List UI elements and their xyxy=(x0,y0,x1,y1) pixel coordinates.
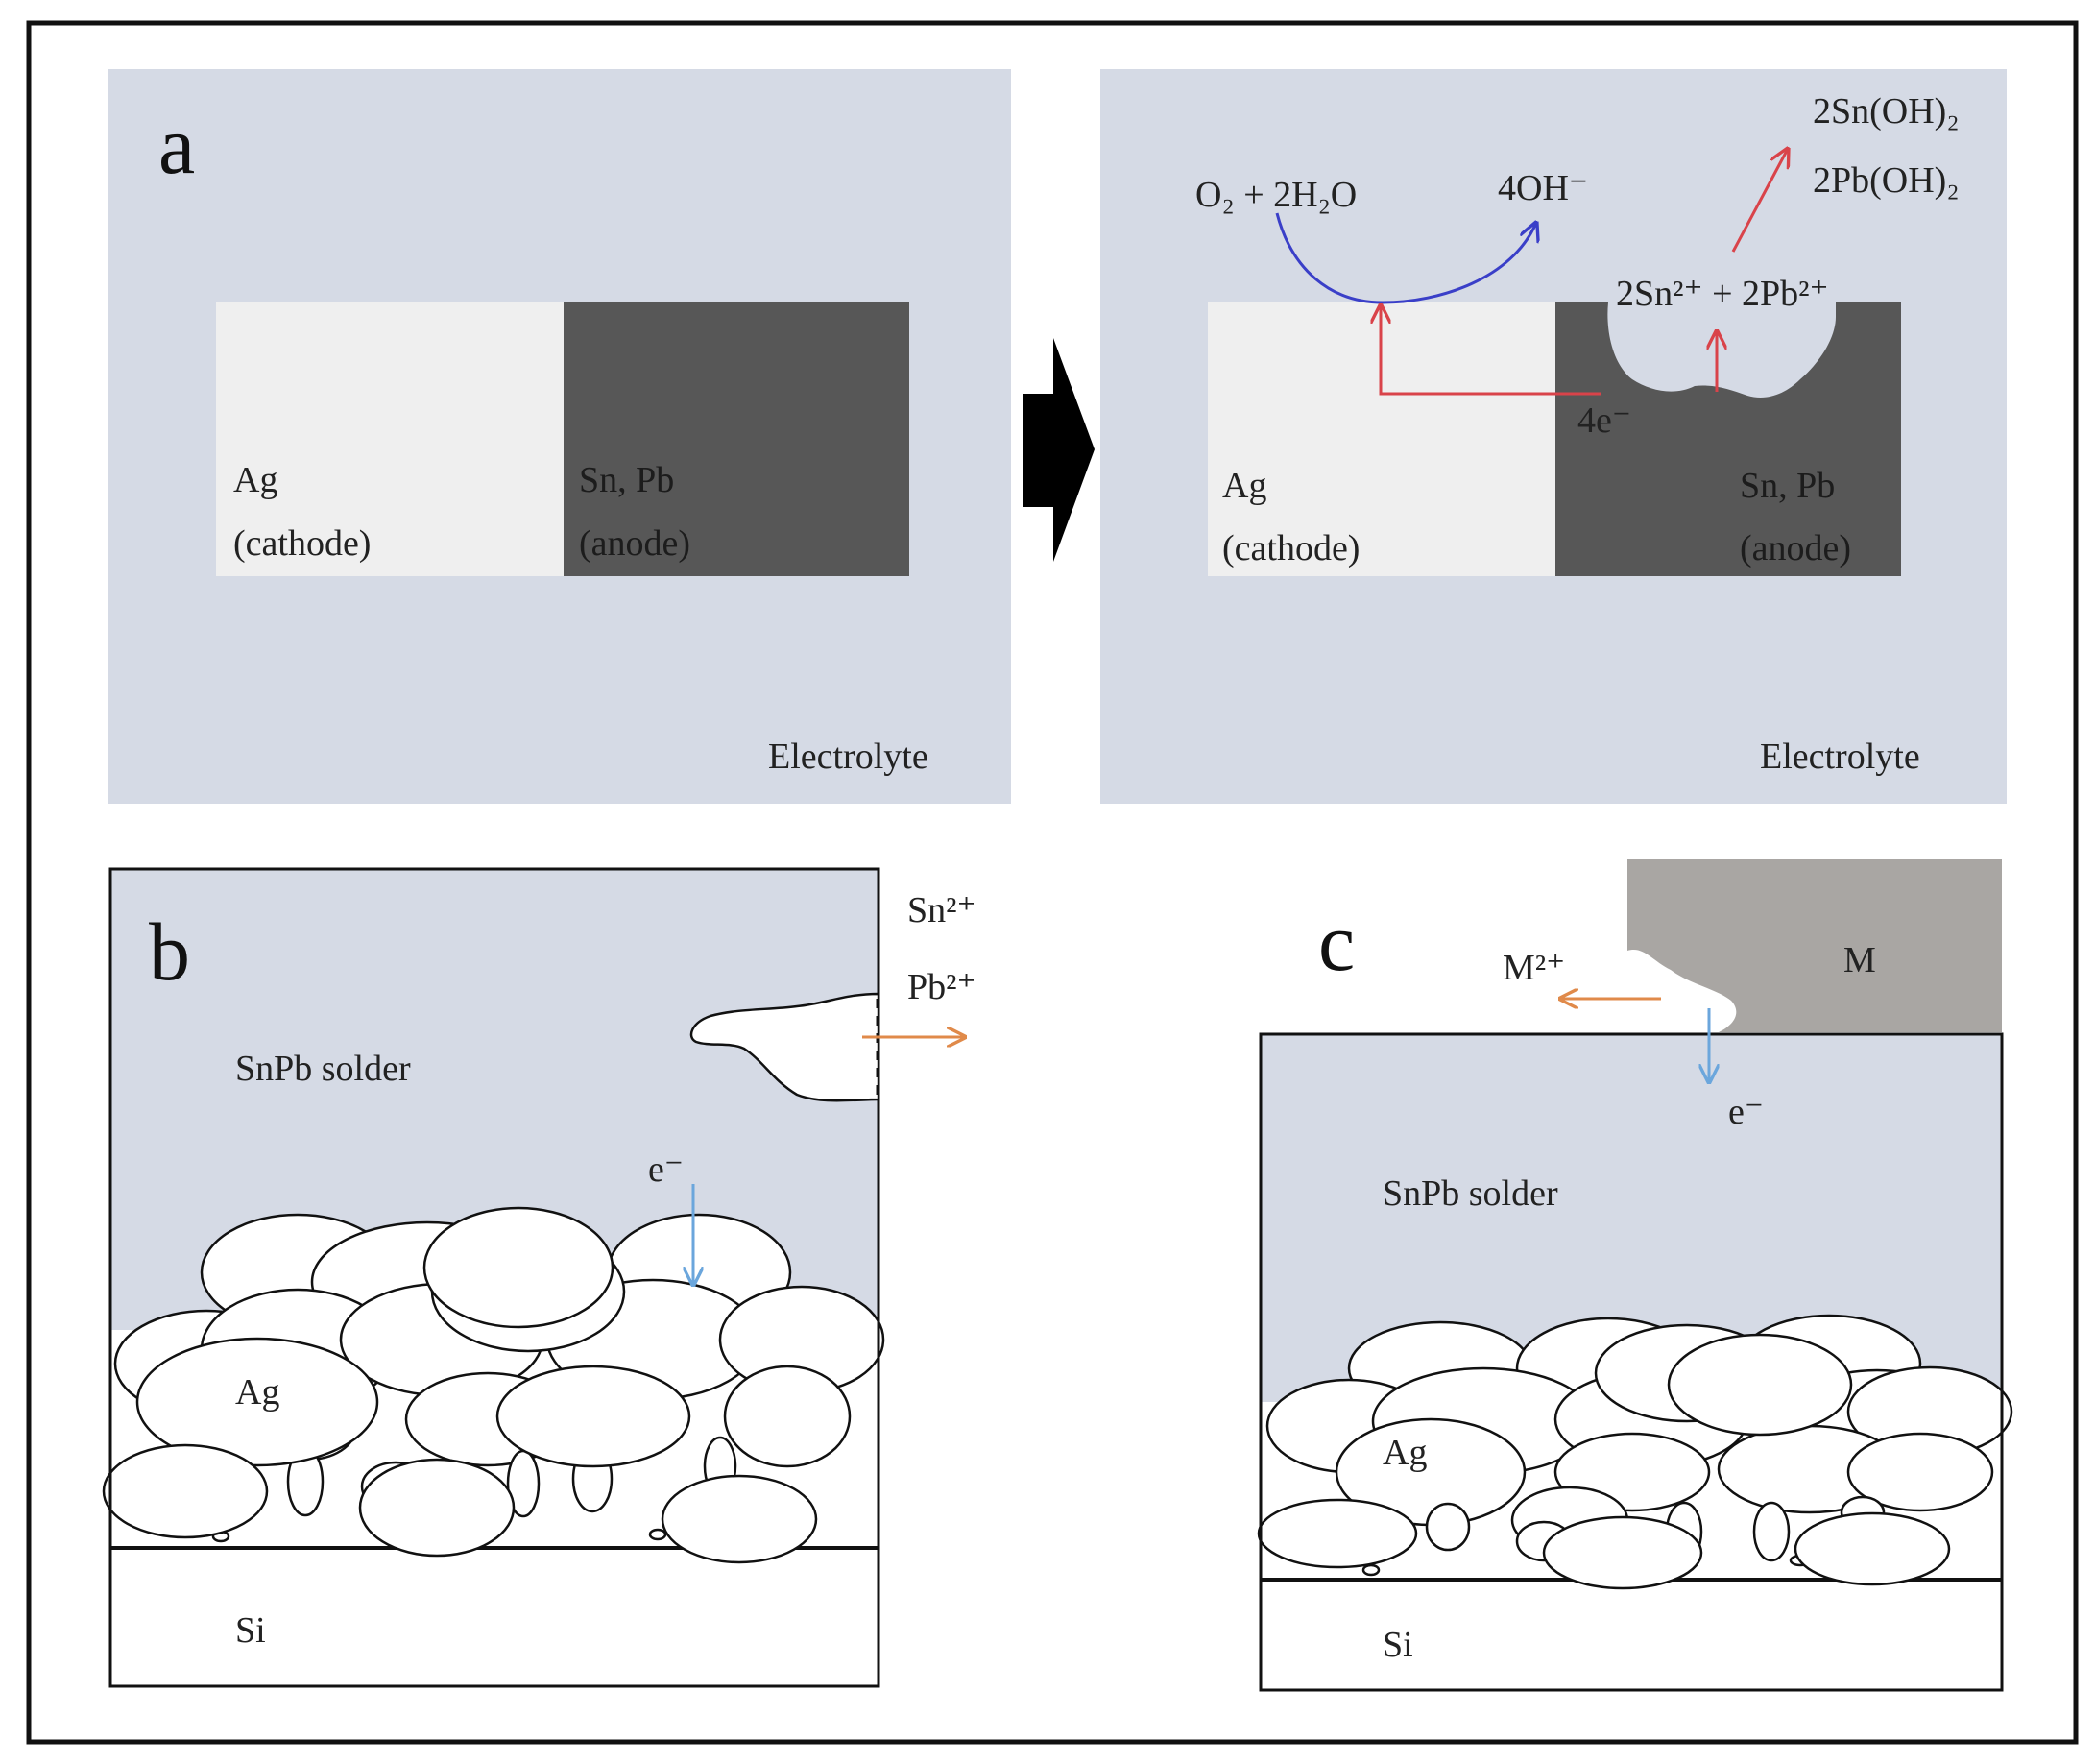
product-1-label: 2Sn(OH)₂ xyxy=(1813,91,1960,132)
panel-b: b SnPb solder Ag Si e⁻ Sn²⁺ Pb²⁺ xyxy=(102,867,976,1688)
electron-flow-arrow xyxy=(1381,305,1601,396)
solder-label-c: SnPb solder xyxy=(1383,1173,1558,1214)
panel-letter-a: a xyxy=(158,99,195,191)
anode-role-left: (anode) xyxy=(579,523,690,564)
metal-label-c: M xyxy=(1843,940,1876,980)
corrosion-pit-b xyxy=(689,992,880,1102)
ag-label-b: Ag xyxy=(235,1372,279,1413)
cathode-label-left: Ag xyxy=(233,460,277,500)
panel-a-left: a Ag (cathode) Sn, Pb (anode) Electrolyt… xyxy=(108,69,1011,804)
hydroxide-label: 4OH⁻ xyxy=(1498,168,1588,208)
si-label-b: Si xyxy=(235,1610,266,1651)
solder-label-b: SnPb solder xyxy=(235,1049,411,1089)
electron-label-c: e⁻ xyxy=(1728,1092,1764,1132)
si-substrate-c xyxy=(1261,1580,2002,1690)
si-label-c: Si xyxy=(1383,1625,1413,1665)
oxygen-reduction-arc xyxy=(1275,212,1536,304)
panel-c: c M M²⁺ e⁻ SnPb solder Ag Si xyxy=(1257,859,2013,1692)
hydroxide-formation-arrow xyxy=(1731,149,1788,253)
panel-letter-c: c xyxy=(1318,896,1355,988)
cathode-block-left xyxy=(216,302,564,576)
cathode-label-right: Ag xyxy=(1222,466,1266,506)
cathode-role-right: (cathode) xyxy=(1222,528,1360,568)
panel-letter-b: b xyxy=(149,906,190,998)
ag-particles-b xyxy=(102,1206,885,1564)
electron-label-b: e⁻ xyxy=(648,1149,684,1190)
electrons-label: 4e⁻ xyxy=(1577,400,1631,441)
ag-label-c: Ag xyxy=(1383,1433,1427,1473)
cathode-role-left: (cathode) xyxy=(233,523,371,564)
electrolyte-label-right: Electrolyte xyxy=(1760,737,1920,777)
anode-role-right: (anode) xyxy=(1740,528,1851,568)
panel-c-outline xyxy=(1259,1032,2004,1692)
product-2-label: 2Pb(OH)₂ xyxy=(1813,160,1960,201)
ag-particles-c xyxy=(1257,1314,2013,1590)
anode-label-left: Sn, Pb xyxy=(579,460,674,500)
corroded-anode-block xyxy=(1555,302,1901,576)
ion-1-label-b: Sn²⁺ xyxy=(907,890,976,930)
panel-a-right: O₂ + 2H₂O 4OH⁻ 2Sn²⁺ + 2Pb²⁺ 4e⁻ 2Sn(OH)… xyxy=(1100,69,2007,804)
panel-b-outline xyxy=(108,867,880,1688)
anode-block-left xyxy=(564,302,909,576)
transition-arrow xyxy=(1023,338,1095,562)
metal-ion-label-c: M²⁺ xyxy=(1503,948,1565,988)
anode-label-right: Sn, Pb xyxy=(1740,466,1835,506)
electrolyte-label-left: Electrolyte xyxy=(768,737,928,777)
reactant-label: O₂ + 2H₂O xyxy=(1195,175,1357,215)
ions-label: 2Sn²⁺ + 2Pb²⁺ xyxy=(1616,274,1829,314)
si-substrate-b xyxy=(110,1548,879,1686)
ion-2-label-b: Pb²⁺ xyxy=(907,967,976,1007)
